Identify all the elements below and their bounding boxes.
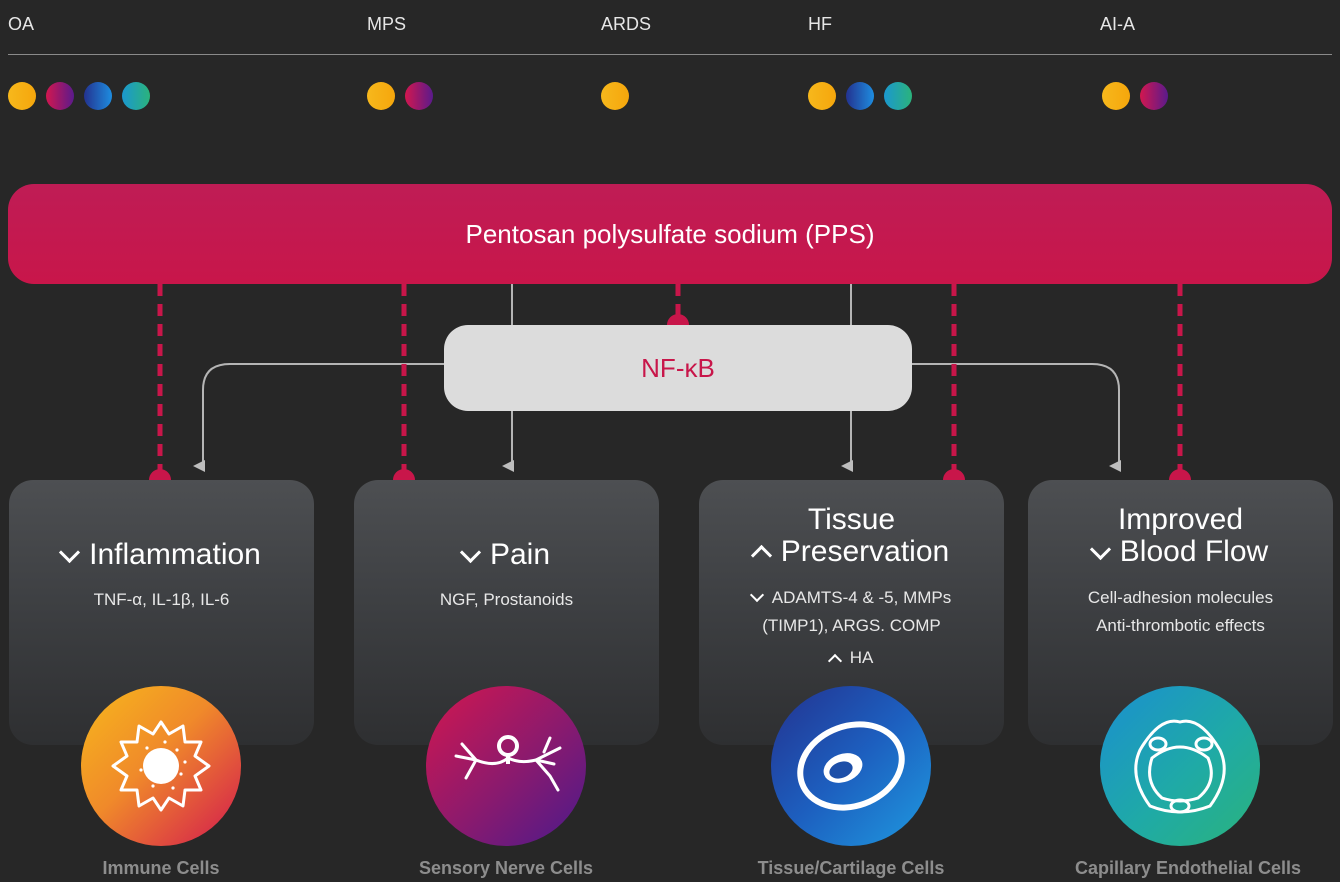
tissue-title-line2-row: Preservation [699, 536, 1004, 568]
condition-ards: ARDS [601, 14, 652, 34]
pps-label: Pentosan polysulfate sodium (PPS) [465, 218, 875, 249]
tissue-title: Tissue Preservation [699, 504, 1004, 568]
ards-inflammation-dot [601, 82, 629, 110]
aia-pain-dot [1140, 82, 1168, 110]
hf-tissue-dot [846, 82, 874, 110]
hf-bloodflow-dot [884, 82, 912, 110]
tissue-details-up: HA [699, 644, 1004, 672]
pps-drug-bar: Pentosan polysulfate sodium (PPS) [8, 184, 1332, 284]
blood-flow-title: Improved Blood Flow [1028, 504, 1333, 568]
oa-bloodflow-dot [122, 82, 150, 110]
immune-cell-icon [81, 686, 241, 846]
decrease-arrow-icon [1089, 538, 1111, 560]
tissue-title-line2: Preservation [780, 535, 950, 568]
blood-flow-title-line2-row: Blood Flow [1028, 536, 1333, 568]
oa-inflammation-dot [8, 82, 36, 110]
hf-inflammation-dot [808, 82, 836, 110]
mps-pain-dot [405, 82, 433, 110]
inflammation-title-text: Inflammation [89, 538, 261, 571]
aia-inflammation-dot [1102, 82, 1130, 110]
capillary-endothelial-cells-label: Capillary Endothelial Cells [1074, 858, 1302, 878]
tissue-down-text: ADAMTS-4 & -5, MMPs [771, 588, 952, 607]
mps-inflammation-dot [367, 82, 395, 110]
blood-flow-detail-2: Anti-thrombotic effects [1096, 616, 1265, 635]
header-divider [8, 54, 1332, 55]
tissue-details-down-2: (TIMP1), ARGS. COMP [762, 616, 941, 635]
tissue-cartilage-cells-label: Tissue/Cartilage Cells [757, 858, 945, 878]
increase-arrow-icon [827, 653, 842, 669]
condition-ai-a: AI-A [1100, 14, 1136, 34]
blood-flow-title-line1: Improved [1117, 503, 1244, 536]
oa-pain-dot [46, 82, 74, 110]
tissue-up-text: HA [849, 648, 874, 667]
nerve-cell-icon [426, 686, 586, 846]
cartilage-cell-icon [771, 686, 931, 846]
blood-flow-title-line2: Blood Flow [1119, 535, 1269, 568]
inflammation-details: TNF-α, IL-1β, IL-6 [93, 590, 230, 609]
pain-title: Pain [354, 538, 659, 572]
oa-tissue-dot [84, 82, 112, 110]
pain-title-text: Pain [489, 538, 551, 571]
nfkb-label: NF-κB [641, 352, 715, 383]
pain-details: NGF, Prostanoids [439, 590, 574, 609]
blood-flow-detail-1: Cell-adhesion molecules [1087, 588, 1274, 607]
inflammation-title: Inflammation [9, 538, 314, 572]
decrease-arrow-icon [59, 541, 81, 563]
immune-cells-label: Immune Cells [102, 858, 220, 878]
tissue-details-down: ADAMTS-4 & -5, MMPs [699, 584, 1004, 612]
sensory-nerve-cells-label: Sensory Nerve Cells [418, 858, 594, 878]
increase-arrow-icon [750, 544, 772, 566]
pain-box: Pain NGF, Prostanoids [354, 480, 659, 745]
endothelial-cell-icon [1100, 686, 1260, 846]
condition-mps: MPS [367, 14, 407, 34]
tissue-title-line1: Tissue [807, 503, 896, 536]
nfkb-node: NF-κB [444, 325, 912, 411]
condition-oa: OA [8, 14, 35, 34]
condition-hf: HF [808, 14, 832, 34]
decrease-arrow-icon [749, 587, 764, 603]
decrease-arrow-icon [459, 541, 482, 563]
